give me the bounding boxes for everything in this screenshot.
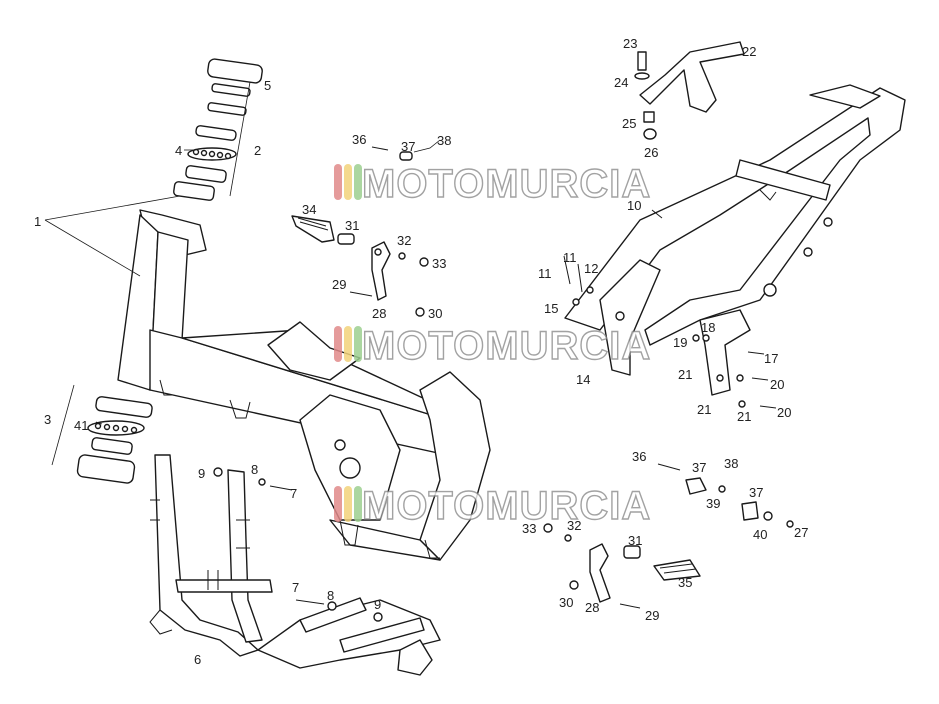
- callout-21: 21: [678, 367, 692, 382]
- callout-11: 11: [563, 250, 577, 265]
- callout-40: 40: [753, 527, 767, 542]
- callout-labels: 1 5 2 4 3 41 6 9 8 7 7 8 9 36 37 38 34 3…: [34, 36, 808, 667]
- callout-31b: 31: [628, 533, 642, 548]
- callout-41: 41: [74, 418, 88, 433]
- callout-3: 3: [44, 412, 51, 427]
- callout-8: 8: [251, 462, 258, 477]
- callout-17: 17: [764, 351, 778, 366]
- callout-28: 28: [372, 306, 386, 321]
- lower-cradle: [149, 454, 441, 676]
- callout-37b: 37: [692, 460, 706, 475]
- callout-10: 10: [627, 198, 641, 213]
- watermark-middle: MOTOMURCIA: [334, 323, 651, 369]
- callout-24: 24: [614, 75, 628, 90]
- callout-30b: 30: [559, 595, 573, 610]
- callout-8b: 8: [327, 588, 334, 603]
- watermark-top: MOTOMURCIA: [334, 161, 651, 207]
- callout-21c: 21: [737, 409, 751, 424]
- rear-subframe: [564, 84, 906, 396]
- callout-19: 19: [673, 335, 687, 350]
- callout-34: 34: [302, 202, 316, 217]
- callout-18: 18: [701, 320, 715, 335]
- callout-38: 38: [437, 133, 451, 148]
- callout-32b: 32: [567, 518, 581, 533]
- callout-15: 15: [544, 301, 558, 316]
- callout-9b: 9: [374, 597, 381, 612]
- callout-26: 26: [644, 145, 658, 160]
- callout-1: 1: [34, 214, 41, 229]
- callout-7: 7: [290, 486, 297, 501]
- callout-9: 9: [198, 466, 205, 481]
- steering-bearing-lower-stack: [76, 396, 153, 484]
- callout-4: 4: [175, 143, 182, 158]
- svg-text:MOTOMURCIA: MOTOMURCIA: [362, 484, 651, 528]
- svg-text:MOTOMURCIA: MOTOMURCIA: [362, 162, 651, 206]
- callout-39: 39: [706, 496, 720, 511]
- watermark-bottom: MOTOMURCIA: [334, 483, 651, 529]
- footrest-right-assembly: [543, 463, 794, 609]
- callout-25: 25: [622, 116, 636, 131]
- callout-20: 20: [770, 377, 784, 392]
- steering-bearing-upper-stack: [173, 58, 263, 201]
- callout-31: 31: [345, 218, 359, 233]
- callout-38b: 38: [724, 456, 738, 471]
- callout-12: 12: [584, 261, 598, 276]
- leader-lines: [44, 81, 441, 466]
- callout-23: 23: [623, 36, 637, 51]
- callout-32: 32: [397, 233, 411, 248]
- callout-14: 14: [576, 372, 590, 387]
- callout-11b: 11: [538, 266, 552, 281]
- callout-6: 6: [194, 652, 201, 667]
- callout-21b: 21: [697, 402, 711, 417]
- callout-37c: 37: [749, 485, 763, 500]
- callout-36: 36: [352, 132, 366, 147]
- callout-29b: 29: [645, 608, 659, 623]
- callout-33: 33: [432, 256, 446, 271]
- callout-30: 30: [428, 306, 442, 321]
- callout-7b: 7: [292, 580, 299, 595]
- footrest-left-assembly: [291, 146, 429, 317]
- grab-handle: [634, 41, 745, 140]
- callout-33b: 33: [522, 521, 536, 536]
- callout-22: 22: [742, 44, 756, 59]
- callout-28b: 28: [585, 600, 599, 615]
- callout-27: 27: [794, 525, 808, 540]
- callout-35: 35: [678, 575, 692, 590]
- main-frame: [117, 209, 491, 561]
- callout-20b: 20: [777, 405, 791, 420]
- hardware-fasteners: [213, 255, 777, 622]
- svg-text:MOTOMURCIA: MOTOMURCIA: [362, 324, 651, 368]
- callout-36b: 36: [632, 449, 646, 464]
- callout-29: 29: [332, 277, 346, 292]
- callout-2: 2: [254, 143, 261, 158]
- callout-37: 37: [401, 139, 415, 154]
- callout-5: 5: [264, 78, 271, 93]
